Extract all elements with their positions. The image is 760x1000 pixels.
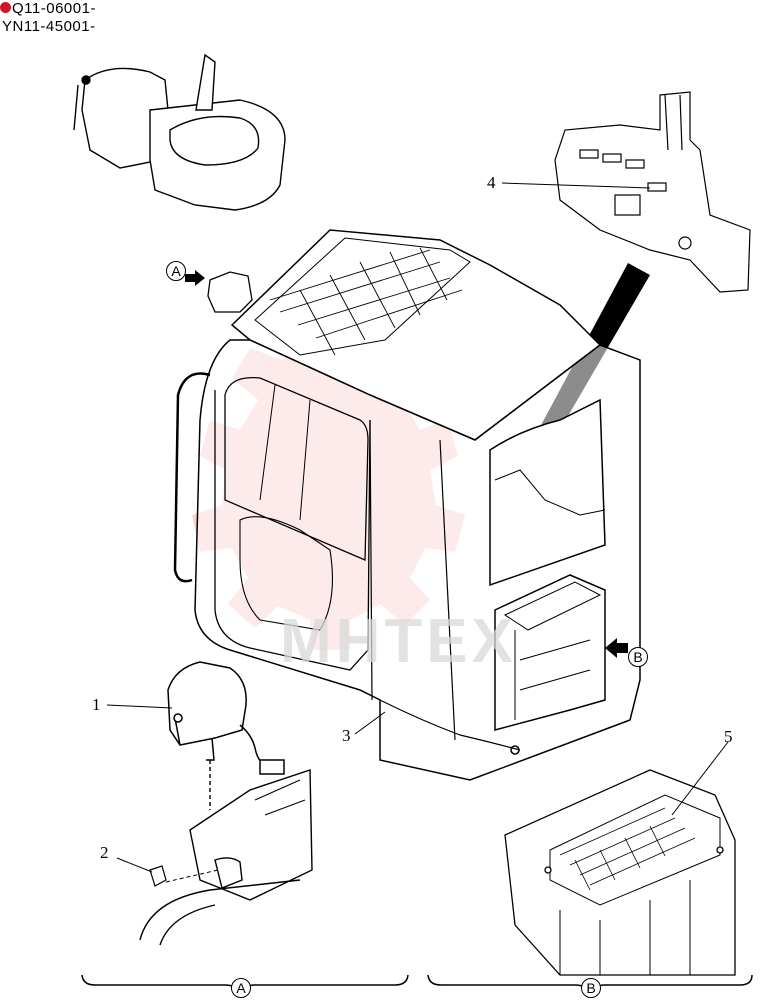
cab-illustration (173, 229, 641, 781)
clip-axis-line (165, 869, 219, 883)
switch-panel-detail (554, 91, 751, 293)
callout-5: 5 (724, 727, 733, 746)
serial-range-1: Q11-06001- (12, 0, 96, 17)
view-a-marker (185, 270, 205, 286)
work-light-detail (167, 661, 285, 775)
callout-2: 2 (100, 843, 109, 862)
leader-line-2 (116, 857, 153, 873)
leader-line-4 (501, 182, 651, 189)
callout-3: 3 (342, 726, 351, 745)
callout-4: 4 (487, 173, 496, 192)
view-b-arrow (605, 638, 628, 658)
leader-line-3 (354, 711, 386, 735)
seat-illustration (73, 53, 286, 211)
callout-1: 1 (92, 695, 101, 714)
view-b-label-side: B (628, 647, 648, 667)
view-a-label-top: A (166, 261, 186, 281)
mounting-bracket (139, 760, 313, 946)
watermark-text: MHTEX (280, 607, 517, 676)
work-light-small (207, 271, 253, 313)
view-a-label-bottom: A (231, 978, 251, 998)
red-marker-dot (0, 2, 11, 13)
view-b-label-bottom: B (581, 978, 601, 998)
leader-line-1 (106, 704, 173, 709)
serial-range-2: YN11-45001- (2, 18, 96, 35)
clip-part (149, 865, 167, 887)
leader-line-5 (671, 741, 729, 816)
fuse-relay-panel-detail (504, 769, 736, 976)
